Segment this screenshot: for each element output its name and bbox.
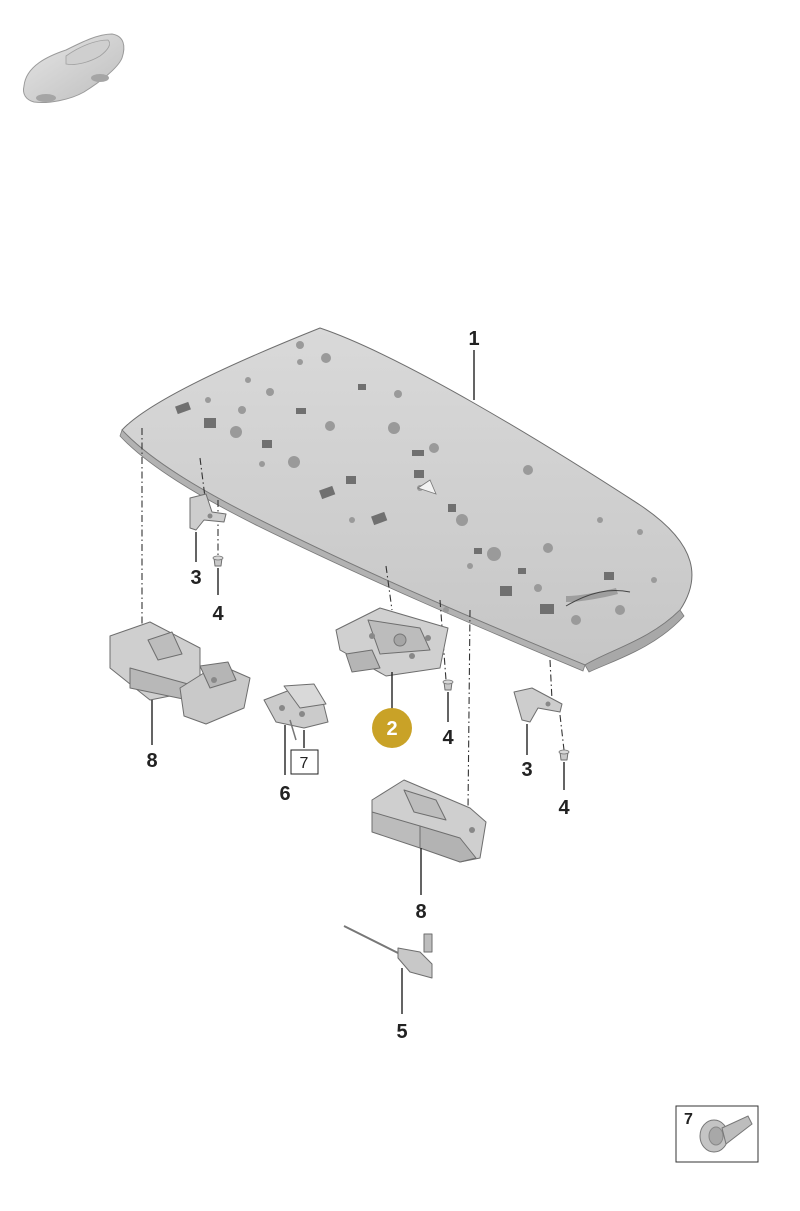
callout-1: 1 — [468, 328, 479, 350]
callout-7-ref: 7 — [300, 755, 309, 772]
release-cable[interactable] — [343, 925, 433, 979]
callout-4-right: 4 — [558, 797, 570, 819]
callout-2: 2 — [386, 718, 397, 740]
bracket-left[interactable] — [189, 493, 227, 531]
foam-block-right[interactable] — [371, 779, 487, 863]
catch[interactable] — [263, 683, 329, 741]
callout-7-ref-box — [290, 749, 319, 775]
screw-center[interactable] — [442, 679, 454, 691]
callout-4-center: 4 — [442, 727, 454, 749]
screw-right[interactable] — [558, 749, 570, 761]
callout-8-left: 8 — [146, 750, 157, 772]
roof-holes — [175, 341, 657, 625]
callout-5: 5 — [396, 1021, 407, 1043]
callout-4-left: 4 — [212, 603, 224, 625]
callout-3-right: 3 — [521, 759, 532, 781]
inset-bolt[interactable]: 7 — [675, 1105, 759, 1163]
callout-2-highlight[interactable] — [372, 708, 412, 748]
screw-left[interactable] — [212, 555, 224, 567]
callout-3-left: 3 — [190, 567, 201, 589]
inset-label: 7 — [684, 1111, 693, 1128]
callout-8-right: 8 — [415, 901, 426, 923]
bolt-icon — [699, 1115, 753, 1153]
lock-mechanism[interactable] — [335, 607, 449, 677]
car-thumbnail-icon — [23, 33, 125, 103]
bracket-right[interactable] — [513, 687, 563, 723]
foam-block-left[interactable] — [109, 621, 251, 725]
roof-panel[interactable] — [119, 327, 693, 673]
callout-6: 6 — [279, 783, 290, 805]
